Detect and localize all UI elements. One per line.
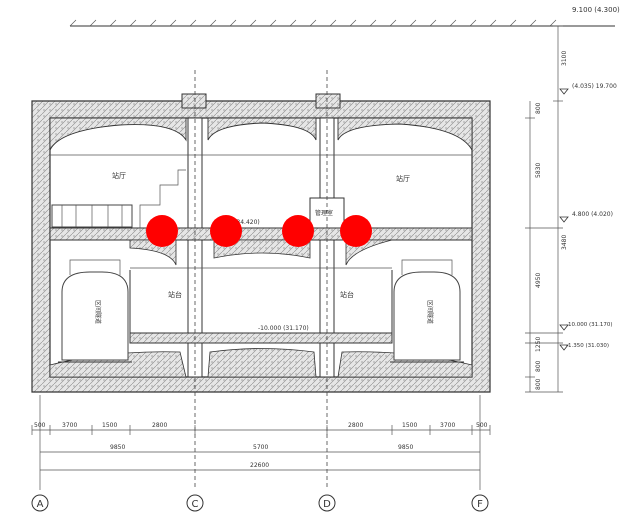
- room-label-lower-right: 站台: [340, 290, 354, 299]
- elevation-base: -1.350 (31.030): [566, 343, 609, 349]
- dims-right: 3100 800 5830 3480 4950 1250 800 800: [535, 51, 568, 390]
- dim-right-1: 800: [535, 102, 542, 114]
- red-markers: [146, 215, 372, 247]
- dim-r3-0: 22600: [250, 462, 269, 469]
- axis-label-d: D: [323, 499, 331, 510]
- dim-r1-6: 3700: [440, 422, 455, 429]
- ground-hatch: [69, 19, 557, 27]
- red-marker: [340, 215, 372, 247]
- dim-ticks: [31, 425, 491, 435]
- dim-right-2: 5830: [535, 163, 542, 178]
- elevation-ground: 9.100 (4.300): [572, 6, 620, 14]
- center-box-label: 管理室: [315, 209, 333, 217]
- dim-right-3: 3480: [561, 235, 568, 250]
- axis-bubble-f: F: [471, 494, 489, 512]
- dim-right-4: 4950: [535, 273, 542, 288]
- track-label-left: 区间隧道: [94, 300, 102, 324]
- dims-row2: 9850 5700 9850: [110, 444, 413, 451]
- elev-marker-slab: 4.800 (4.020): [559, 211, 613, 223]
- dim-r1-2: 1500: [102, 422, 117, 429]
- elevation-slab: 4.800 (4.020): [572, 211, 613, 218]
- dim-r2-1: 5700: [253, 444, 268, 451]
- dim-r2-0: 9850: [110, 444, 125, 451]
- dim-r1-4: 2800: [348, 422, 363, 429]
- dim-right-7: 800: [535, 378, 542, 390]
- railing-left: [51, 204, 133, 228]
- axis-label-a: A: [37, 499, 44, 510]
- train-right: 区间隧道: [390, 259, 464, 363]
- room-label-upper-right: 站厅: [396, 174, 410, 183]
- room-label-upper-left: 站厅: [112, 171, 126, 180]
- stair-left: [139, 169, 186, 228]
- axis-label-c: C: [192, 499, 199, 510]
- dim-r1-0: 500: [34, 422, 46, 429]
- middle-slab: [49, 227, 473, 241]
- red-marker: [282, 215, 314, 247]
- elev-marker-roof: (4.035) 19.700: [559, 83, 617, 95]
- elevation-center-platform: -10.000 (31.170): [258, 325, 309, 332]
- dim-right-6: 800: [535, 360, 542, 372]
- dim-r2-2: 9850: [398, 444, 413, 451]
- train-left: 区间隧道: [58, 259, 132, 363]
- axis-label-f: F: [477, 499, 483, 510]
- dim-r1-7: 500: [476, 422, 488, 429]
- axis-bubble-a: A: [31, 494, 49, 512]
- red-marker: [210, 215, 242, 247]
- axis-bubble-c: C: [186, 494, 204, 512]
- roof-arches: [49, 117, 473, 151]
- dims-row3: 22600: [250, 462, 269, 469]
- elev-marker-base: -1.350 (31.030): [559, 343, 609, 351]
- slab-haunches: [129, 239, 393, 266]
- dims-row1: 500 3700 1500 2800 2800 1500 3700 500: [34, 422, 488, 429]
- dim-r1-3: 2800: [152, 422, 167, 429]
- column-head-c: [181, 93, 207, 109]
- dim-r1-1: 3700: [62, 422, 77, 429]
- column-head-d: [315, 93, 341, 109]
- dim-right-ticks: [525, 25, 563, 393]
- axis-bubble-d: D: [318, 494, 336, 512]
- red-marker: [146, 215, 178, 247]
- dim-right-0: 3100: [561, 51, 568, 66]
- dim-r1-5: 1500: [402, 422, 417, 429]
- platform-slab: [129, 332, 393, 344]
- room-label-lower-left: 站台: [168, 290, 182, 299]
- dim-right-5: 1250: [535, 337, 542, 352]
- elevation-roof: (4.035) 19.700: [572, 83, 617, 90]
- track-label-right: 区间隧道: [426, 300, 434, 324]
- elevation-platform: -10.000 (31.170): [566, 322, 613, 328]
- elev-marker-platform: -10.000 (31.170): [559, 322, 613, 331]
